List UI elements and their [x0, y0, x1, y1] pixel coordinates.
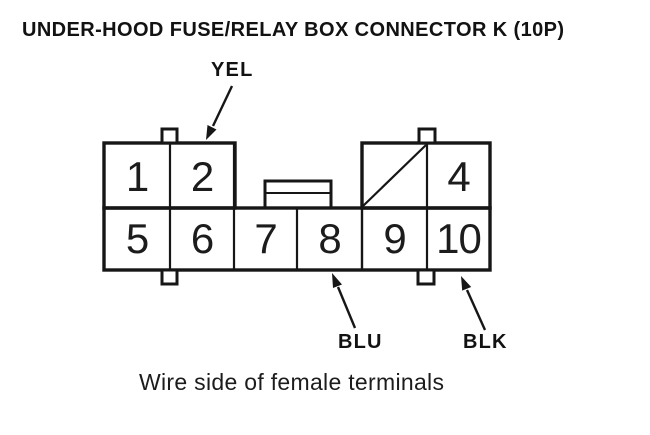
wire-label-blk: BLK [463, 331, 508, 353]
pin-3-blocked-slash [362, 144, 427, 207]
latch-bump [263, 179, 333, 210]
pin-4-cell: 4 [447, 152, 470, 200]
pin-5-cell: 5 [125, 215, 149, 262]
pin-6-cell: 6 [190, 215, 214, 262]
top-left-tab [160, 127, 179, 145]
pin-7-cell: 7 [254, 215, 277, 262]
pin-1-cell: 1 [125, 152, 149, 200]
diagram-title: UNDER-HOOD FUSE/RELAY BOX CONNECTOR K (1… [22, 19, 565, 41]
bottom-left-tab [160, 268, 179, 286]
blk-arrow-line [465, 289, 487, 331]
wire-label-yel: YEL [211, 59, 254, 81]
yel-arrow-line [211, 85, 234, 127]
top-right-tab [417, 127, 437, 145]
pin-2-cell: 2 [190, 152, 214, 200]
blu-arrowhead [332, 273, 342, 288]
bottom-right-tab [416, 268, 436, 286]
pin-10-cell: 10 [436, 215, 482, 262]
diagram-caption: Wire side of female terminals [139, 369, 445, 395]
pin-9-cell: 9 [383, 215, 406, 262]
wire-label-blu: BLU [338, 331, 383, 353]
blk-arrowhead [461, 276, 472, 291]
yel-arrowhead [206, 125, 217, 140]
blu-arrow-line [336, 286, 357, 329]
pin-8-cell: 8 [318, 215, 341, 262]
